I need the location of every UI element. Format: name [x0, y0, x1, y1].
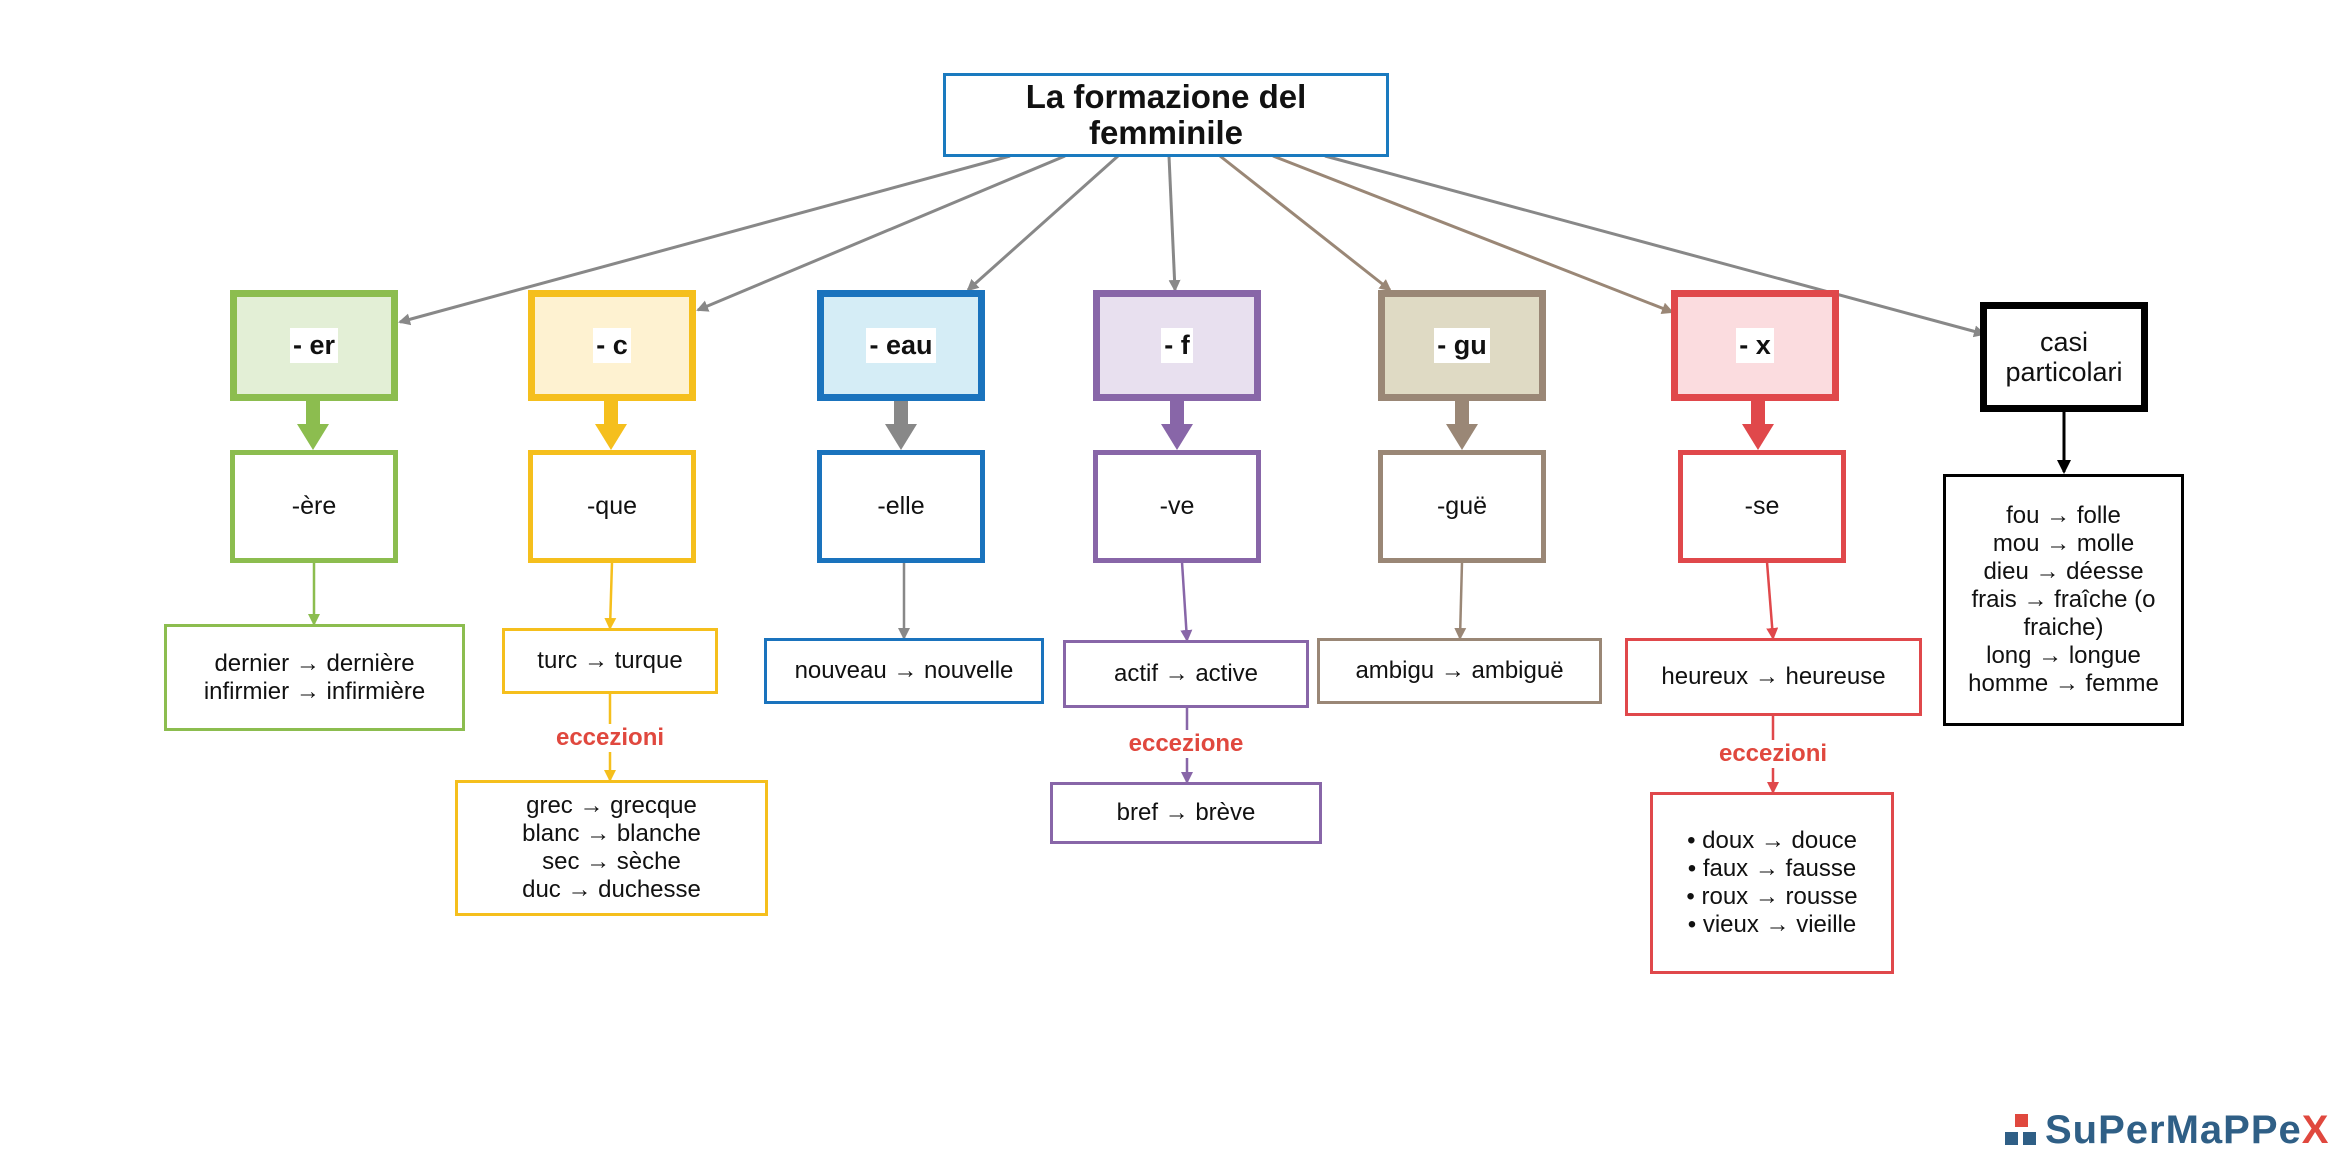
rule-x: -se [1678, 450, 1846, 563]
examples-x: heureux → heureuse [1625, 638, 1922, 716]
logo-text-main: SuPerMaPPe [2045, 1108, 2302, 1152]
header-x: - x [1671, 290, 1839, 401]
header-eau: - eau [817, 290, 985, 401]
title-line-1: La formazione del [1025, 78, 1307, 115]
exceptions-x: • doux → douce • faux → fausse • roux → … [1650, 792, 1894, 974]
edge-f-ex [1180, 561, 1193, 642]
title-line-2: femminile [1088, 114, 1244, 151]
example-c-1: turc → turque [537, 647, 683, 674]
header-er-label: - er [289, 328, 339, 363]
example-casi-4: frais → fraîche (o [1971, 586, 2156, 613]
exception-c-1: grec → grecque [526, 792, 697, 819]
rule-gu-label: -guë [1436, 492, 1488, 520]
edge-title-er [398, 154, 1011, 326]
examples-f: actif → active [1063, 640, 1309, 708]
exception-label-f: eccezione [1124, 730, 1248, 758]
examples-er: dernier → dernière infirmier → infirmièr… [164, 624, 465, 731]
exceptions-f: bref → brève [1050, 782, 1322, 844]
exception-x-3: • roux → rousse [1686, 883, 1858, 910]
exception-x-2: • faux → fausse [1687, 855, 1857, 882]
example-casi-2: mou → molle [1992, 530, 2135, 557]
title-box: La formazione del femminile [943, 73, 1389, 157]
examples-gu: ambigu → ambiguë [1317, 638, 1602, 704]
rule-f-label: -ve [1159, 492, 1195, 520]
rule-gu: -guë [1378, 450, 1546, 563]
example-casi-7: homme → femme [1968, 670, 2159, 697]
examples-c: turc → turque [502, 628, 718, 694]
edge-title-x [1272, 154, 1674, 314]
rule-er: -ère [230, 450, 398, 563]
header-c: - c [528, 290, 696, 401]
edge-gu-ex [1454, 561, 1467, 640]
logo-text-accent: X [2301, 1108, 2330, 1152]
exceptions-c: grec → grecque blanc → blanche sec → sèc… [455, 780, 768, 916]
examples-casi: fou → folle mou → molle dieu → déesse fr… [1943, 474, 2184, 726]
edge-x-ex [1765, 561, 1779, 640]
logo-squares-icon [2005, 1113, 2036, 1145]
header-f-label: - f [1161, 328, 1193, 363]
edge-title-casi [1324, 154, 1986, 338]
exception-c-2: blanc → blanche [522, 820, 701, 847]
example-x-1: heureux → heureuse [1661, 663, 1886, 690]
rule-c: -que [528, 450, 696, 563]
header-f: - f [1093, 290, 1261, 401]
thick-arrows [297, 398, 1774, 450]
rule-f: -ve [1093, 450, 1261, 563]
exception-label-x: eccezioni [1714, 740, 1832, 768]
edge-title-eau [966, 154, 1119, 292]
exception-label-c: eccezioni [551, 724, 669, 752]
exception-c-4: duc → duchesse [522, 876, 701, 903]
logo-text: SuPerMaPPeX [2045, 1108, 2329, 1153]
rule-x-label: -se [1744, 492, 1780, 520]
rule-eau: -elle [817, 450, 985, 563]
example-gu-1: ambigu → ambiguë [1355, 657, 1564, 684]
example-casi-3: dieu → déesse [1983, 558, 2144, 585]
example-casi-1: fou → folle [2006, 502, 2121, 529]
edge-title-c [696, 154, 1066, 312]
exception-c-3: sec → sèche [542, 848, 681, 875]
edge-title-gu [1219, 154, 1392, 292]
header-casi: casi particolari [1980, 302, 2148, 412]
header-casi-line-1: casi [2039, 327, 2088, 357]
rule-er-label: -ère [291, 492, 337, 520]
example-er-1: dernier → dernière [214, 649, 415, 677]
header-er: - er [230, 290, 398, 401]
header-x-label: - x [1736, 328, 1774, 363]
header-casi-line-2: particolari [2005, 357, 2123, 387]
example-casi-6: long → longue [1986, 642, 2141, 669]
rule-eau-label: -elle [877, 492, 925, 520]
example-casi-5: fraiche) [2023, 614, 2104, 641]
rule-c-label: -que [586, 492, 638, 520]
exception-x-1: • doux → douce [1687, 827, 1857, 854]
header-eau-label: - eau [866, 328, 936, 363]
examples-eau: nouveau → nouvelle [764, 638, 1044, 704]
edge-title-f [1167, 155, 1181, 292]
exception-x-4: • vieux → vieille [1687, 911, 1857, 938]
header-gu: - gu [1378, 290, 1546, 401]
example-f-1: actif → active [1113, 660, 1259, 687]
header-c-label: - c [593, 328, 631, 363]
example-eau-1: nouveau → nouvelle [794, 657, 1014, 684]
supermappex-logo: SuPerMaPPeX [2005, 1108, 2329, 1153]
exception-f-1: bref → brève [1116, 799, 1256, 826]
edge-c-ex [604, 561, 617, 630]
example-er-2: infirmier → infirmière [203, 677, 426, 705]
header-gu-label: - gu [1434, 328, 1490, 363]
